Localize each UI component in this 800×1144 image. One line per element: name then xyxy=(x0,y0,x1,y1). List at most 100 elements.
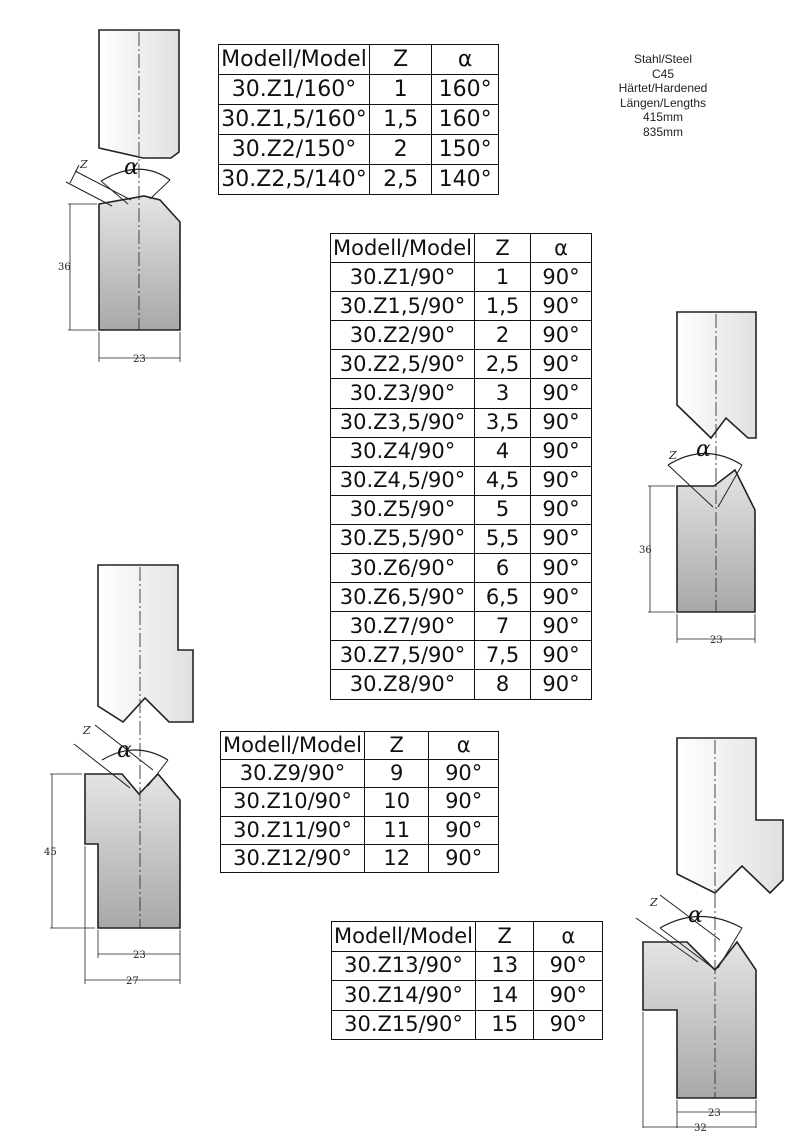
model-cell: 30.Z10/90° xyxy=(219,787,366,817)
alpha-cell: 90° xyxy=(530,669,592,700)
alpha-cell: 90° xyxy=(428,759,499,789)
width-dimension-2: 27 xyxy=(126,976,139,987)
width-dimension: 23 xyxy=(133,950,146,961)
model-cell: 30.Z6,5/90° xyxy=(329,582,476,613)
z-cell: 1 xyxy=(474,262,532,293)
header-model: Modell/Model xyxy=(330,921,477,952)
alpha-label: α xyxy=(688,903,703,928)
model-cell: 30.Z9/90° xyxy=(219,759,366,789)
z-cell: 6 xyxy=(474,553,532,584)
note-length-835: 835mm xyxy=(642,124,683,139)
alpha-cell: 90° xyxy=(428,787,499,817)
die-shape xyxy=(84,772,181,929)
model-cell: 30.Z7,5/90° xyxy=(329,640,476,671)
z-cell: 14 xyxy=(475,980,535,1011)
alpha-cell: 90° xyxy=(530,582,592,613)
z-cell: 9 xyxy=(364,759,430,789)
z-cell: 11 xyxy=(364,815,430,845)
alpha-cell: 90° xyxy=(530,262,592,293)
z-cell: 5,5 xyxy=(474,523,532,555)
z-cell: 8 xyxy=(474,669,532,700)
note-length-415: 415mm xyxy=(642,110,683,125)
header-alpha: α xyxy=(530,232,592,264)
z-cell: 2 xyxy=(368,134,433,165)
z-label: Z xyxy=(79,158,88,171)
model-cell: 30.Z1,5/160° xyxy=(218,104,370,135)
alpha-cell: 90° xyxy=(530,640,592,671)
model-cell: 30.Z2/150° xyxy=(218,134,370,165)
alpha-cell: 90° xyxy=(530,465,592,496)
punch-shape xyxy=(676,737,784,895)
z-cell: 2 xyxy=(474,320,532,351)
alpha-cell: 90° xyxy=(530,523,592,555)
z-cell: 4 xyxy=(474,436,532,467)
punch-shape xyxy=(676,311,757,440)
header-z: Z xyxy=(475,921,535,952)
height-dimension: 36 xyxy=(58,262,71,273)
model-cell: 30.Z5,5/90° xyxy=(329,523,476,555)
note-steel: Stahl/Steel xyxy=(633,52,693,66)
header-alpha: α xyxy=(533,921,603,952)
z-cell: 4,5 xyxy=(474,465,532,496)
z-cell: 15 xyxy=(475,1009,535,1040)
z-cell: 1 xyxy=(368,74,433,105)
z-label: Z xyxy=(82,724,91,737)
model-cell: 30.Z1/160° xyxy=(218,74,370,105)
note-hardened: Härtet/Hardened xyxy=(618,81,708,96)
model-cell: 30.Z11/90° xyxy=(219,815,366,845)
z-cell: 13 xyxy=(475,950,535,981)
model-cell: 30.Z7/90° xyxy=(329,611,476,642)
die-shape xyxy=(98,195,181,331)
width-dimension: 23 xyxy=(708,1108,721,1119)
alpha-cell: 90° xyxy=(530,320,592,351)
model-cell: 30.Z8/90° xyxy=(329,669,476,700)
alpha-cell: 90° xyxy=(533,1009,603,1040)
note-grade: C45 xyxy=(651,66,674,81)
width-dimension: 23 xyxy=(710,635,723,646)
z-cell: 7,5 xyxy=(474,640,532,671)
model-cell: 30.Z2/90° xyxy=(329,320,476,351)
z-cell: 5 xyxy=(474,494,532,525)
z-cell: 2,5 xyxy=(474,349,532,380)
model-cell: 30.Z2,5/140° xyxy=(218,164,370,195)
width-dimension: 23 xyxy=(133,354,146,365)
alpha-cell: 90° xyxy=(530,436,592,467)
header-alpha: α xyxy=(431,44,499,75)
alpha-cell: 140° xyxy=(431,164,499,195)
header-alpha: α xyxy=(428,730,499,761)
model-cell: 30.Z5/90° xyxy=(329,494,476,525)
z-cell: 10 xyxy=(364,787,430,817)
die-drawing-3: Z α 45 23 27 xyxy=(44,564,194,987)
model-cell: 30.Z6/90° xyxy=(329,553,476,584)
z-cell: 1,5 xyxy=(368,104,433,135)
alpha-cell: 150° xyxy=(431,134,499,165)
alpha-cell: 90° xyxy=(428,815,499,845)
model-cell: 30.Z1,5/90° xyxy=(329,291,476,322)
alpha-cell: 90° xyxy=(530,291,592,322)
header-z: Z xyxy=(474,232,532,264)
height-dimension: 36 xyxy=(639,545,652,556)
z-cell: 1,5 xyxy=(474,291,532,322)
alpha-label: α xyxy=(696,437,711,462)
